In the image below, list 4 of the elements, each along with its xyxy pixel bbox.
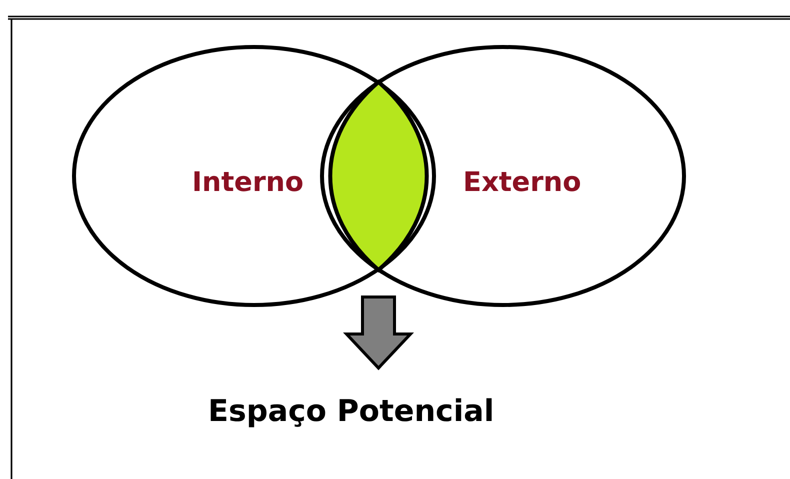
set-label: Interno xyxy=(192,167,304,198)
arrow xyxy=(343,296,414,370)
set-label: Externo xyxy=(463,167,582,198)
result-label: Espaço Potencial xyxy=(208,394,494,429)
